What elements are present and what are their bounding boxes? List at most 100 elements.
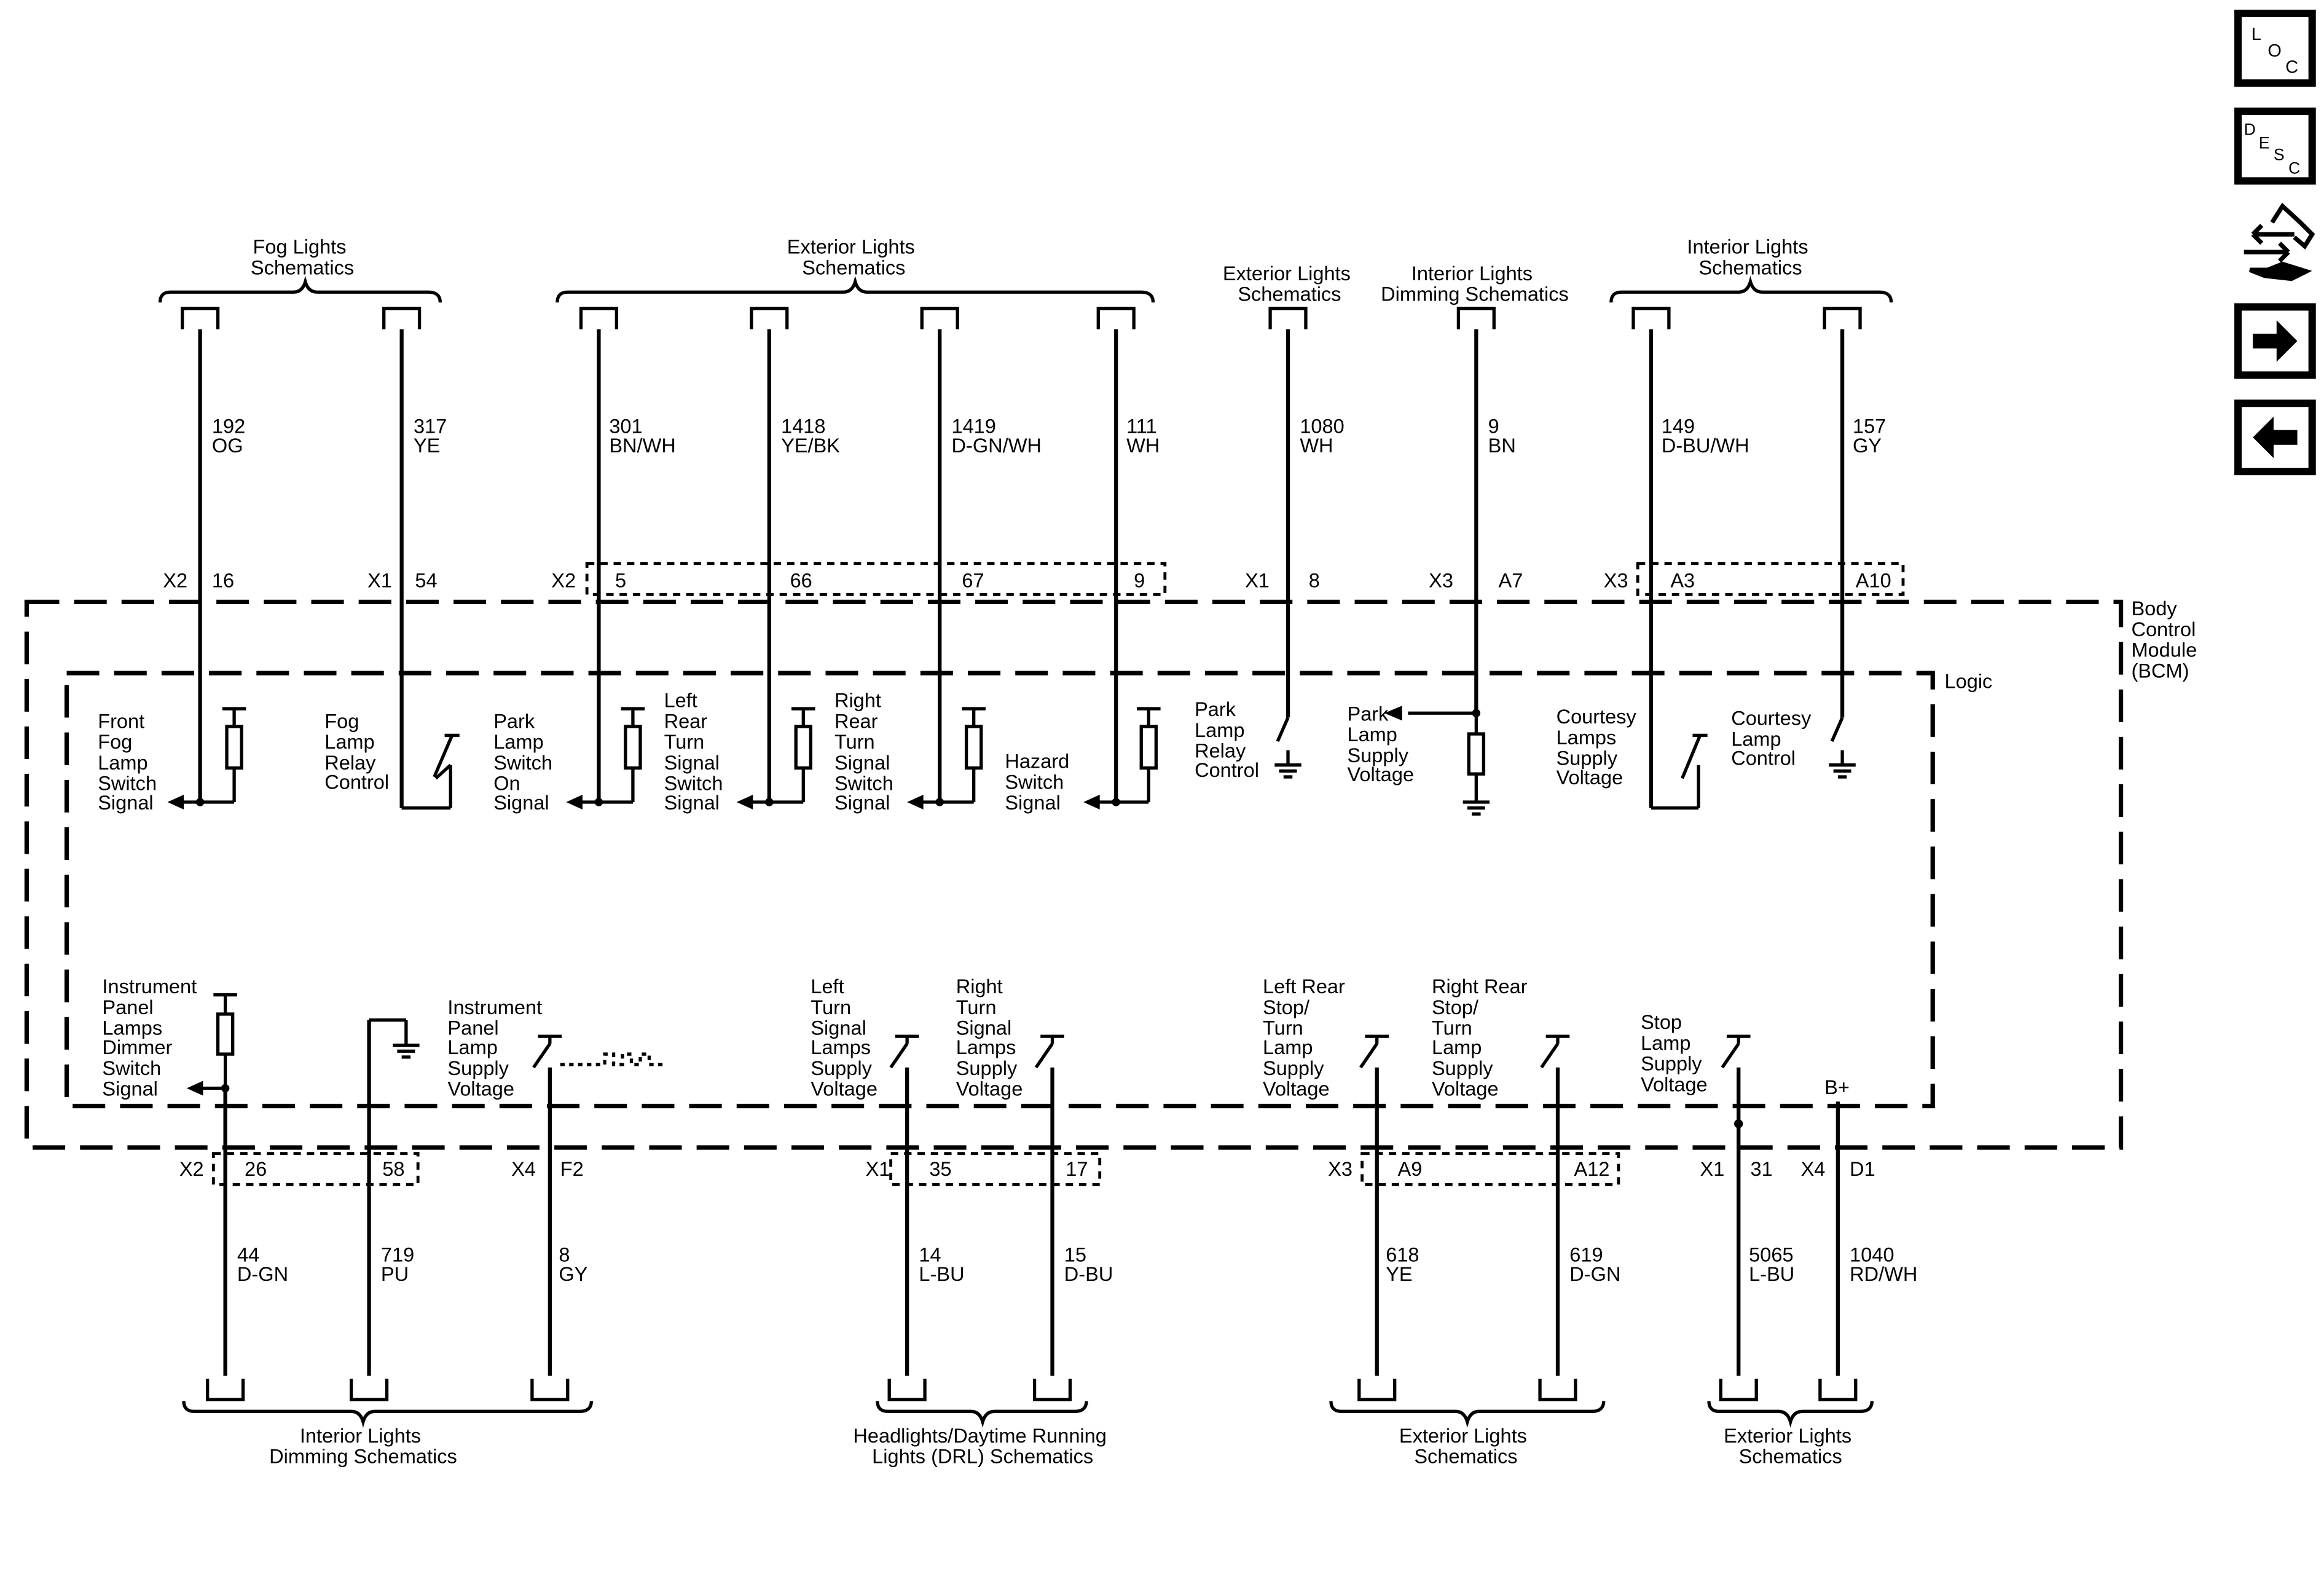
top-wires — [198, 329, 1845, 808]
wire-14-circuit: 14 — [919, 1244, 941, 1266]
wire-15-color: D-BU — [1064, 1263, 1113, 1285]
exterior-brace-bottom-a — [1329, 1401, 1606, 1428]
wire-618-connector: X3 — [1328, 1158, 1352, 1180]
arrow-left-icon — [2253, 416, 2298, 459]
wire-1080-pin: 8 — [1309, 569, 1320, 591]
wire-1418-circuit: 1418 — [781, 415, 825, 437]
wire-619-circuit: 619 — [1569, 1244, 1603, 1266]
logic-section-outline — [64, 671, 1935, 1109]
wire-1419-circuit: 1419 — [951, 415, 995, 437]
exterior-group-label-bottom-a: Exterior Lights Schematics — [1399, 1425, 1533, 1468]
wire-317-color: YE — [414, 435, 440, 457]
fog-relay-control-switch — [401, 733, 460, 810]
wire-301-function: Park Lamp Switch On Signal — [493, 710, 558, 814]
bcm-module-outline — [24, 599, 2124, 1150]
loc-button[interactable]: L O C — [2234, 9, 2316, 87]
wire-1080-connector: X1 — [1245, 569, 1270, 591]
courtesy-control-switch — [1829, 717, 1856, 779]
wire-301-circuit: 301 — [609, 415, 642, 437]
prev-page-button[interactable] — [2234, 400, 2316, 476]
wire-149-pin: A3 — [1670, 569, 1695, 591]
wire-157-pin: A10 — [1856, 569, 1891, 591]
wire-192-connector: X2 — [163, 569, 187, 591]
wire-1418-pin: 66 — [790, 569, 812, 591]
wire-14-connector: X1 — [866, 1158, 890, 1180]
wire-5065-circuit: 5065 — [1749, 1244, 1793, 1266]
courtesy-supply-switch — [1651, 733, 1708, 810]
wire-5065-connector: X1 — [1700, 1158, 1725, 1180]
bottom-connector-cups — [206, 1379, 1858, 1401]
wire-9-function: Park Lamp Supply Voltage — [1347, 703, 1414, 786]
x2-connector-group-bottom — [211, 1152, 420, 1186]
wire-44-circuit: 44 — [237, 1244, 259, 1266]
interior-dimming-group-label-top: Interior Lights Dimming Schematics — [1381, 262, 1569, 305]
wire-5065-color: L-BU — [1749, 1263, 1794, 1285]
svg-text:C: C — [2288, 159, 2300, 177]
wire-111-pin: 9 — [1134, 569, 1145, 591]
wire-157-function: Courtesy Lamp Control — [1731, 707, 1816, 770]
svg-text:D: D — [2244, 120, 2256, 139]
wire-719-color: PU — [381, 1263, 409, 1285]
svg-text:S: S — [2274, 146, 2285, 164]
exterior-lights-group-label: Exterior Lights Schematics — [787, 236, 921, 279]
wire-149-function: Courtesy Lamps Supply Voltage — [1557, 706, 1642, 789]
wire-619-color: D-GN — [1569, 1263, 1620, 1285]
wire-1419-color: D-GN/WH — [951, 435, 1041, 457]
wire-44-function: Instrument Panel Lamps Dimmer Switch Sig… — [102, 975, 202, 1100]
wire-8-function: Instrument Panel Lamp Supply Voltage — [447, 996, 548, 1100]
drl-brace-bottom — [876, 1401, 1088, 1428]
wire-301-pin: 5 — [615, 569, 626, 591]
wire-619-function: Right Rear Stop/ Turn Lamp Supply Voltag… — [1432, 975, 1533, 1100]
signal-arrows — [167, 794, 1120, 810]
wire-9-circuit: 9 — [1488, 415, 1499, 437]
wire-8-color: GY — [559, 1263, 587, 1285]
wire-111-circuit: 111 — [1126, 415, 1156, 437]
fog-lights-brace — [158, 275, 442, 303]
next-page-button[interactable] — [2234, 303, 2316, 379]
wire-1419-function: Right Rear Turn Signal Switch Signal — [834, 690, 899, 814]
x2-connector-group-top — [585, 562, 1167, 596]
wire-192-function: Front Fog Lamp Switch Signal — [98, 710, 162, 814]
desc-button[interactable]: D E S C — [2234, 107, 2316, 185]
wire-1040-circuit: 1040 — [1850, 1244, 1894, 1266]
connector-view-button[interactable] — [2244, 202, 2315, 282]
wire-1419-pin: 67 — [962, 569, 984, 591]
loc-icon: L O C — [2251, 25, 2298, 77]
wire-619-pin: A12 — [1574, 1158, 1610, 1180]
park-relay-control-switch — [1274, 717, 1301, 779]
dimmer-signal-circuit — [202, 993, 237, 1090]
wire-1080-color: WH — [1300, 435, 1333, 457]
wire-618-color: YE — [1386, 1263, 1412, 1285]
x3-connector-group-top — [1636, 562, 1905, 596]
svg-text:C: C — [2285, 57, 2298, 77]
svg-text:O: O — [2267, 41, 2282, 61]
wire-44-color: D-GN — [237, 1263, 288, 1285]
wire-317-function: Fog Lamp Relay Control — [324, 710, 389, 793]
exterior-brace-bottom-b — [1707, 1401, 1874, 1428]
wire-192-color: OG — [212, 435, 243, 457]
wire-111-color: WH — [1126, 435, 1160, 457]
wire-111-function: Hazard Switch Signal — [1005, 750, 1075, 814]
wire-149-connector: X3 — [1604, 569, 1628, 591]
wire-301-color: BN/WH — [609, 435, 675, 457]
bottom-high-side-switches — [532, 1034, 1751, 1069]
wire-14-color: L-BU — [919, 1263, 964, 1285]
connector-arrows-wrench-icon — [2244, 202, 2315, 282]
interior-dimming-group-label-bottom: Interior Lights Dimming Schematics — [269, 1425, 457, 1468]
wire-1080-function: Park Lamp Relay Control — [1195, 698, 1259, 781]
wire-719-pin: 58 — [382, 1158, 404, 1180]
wire-317-circuit: 317 — [414, 415, 447, 437]
wire-8-pin: F2 — [560, 1158, 584, 1180]
wire-44-pin: 26 — [245, 1158, 267, 1180]
wire-1418-function: Left Rear Turn Signal Switch Signal — [664, 690, 729, 814]
exterior-lights-single-label: Exterior Lights Schematics — [1223, 262, 1356, 305]
input-pullup-circuits — [200, 707, 1161, 804]
svg-text:L: L — [2251, 25, 2261, 44]
wire-157-color: GY — [1853, 435, 1882, 457]
x3-connector-group-bottom — [1360, 1152, 1620, 1186]
wire-1080-circuit: 1080 — [1300, 415, 1344, 437]
wire-15-circuit: 15 — [1064, 1244, 1086, 1266]
top-connector-cups — [181, 307, 1862, 329]
wire-8-circuit: 8 — [559, 1244, 570, 1266]
wire-719-circuit: 719 — [381, 1244, 414, 1266]
